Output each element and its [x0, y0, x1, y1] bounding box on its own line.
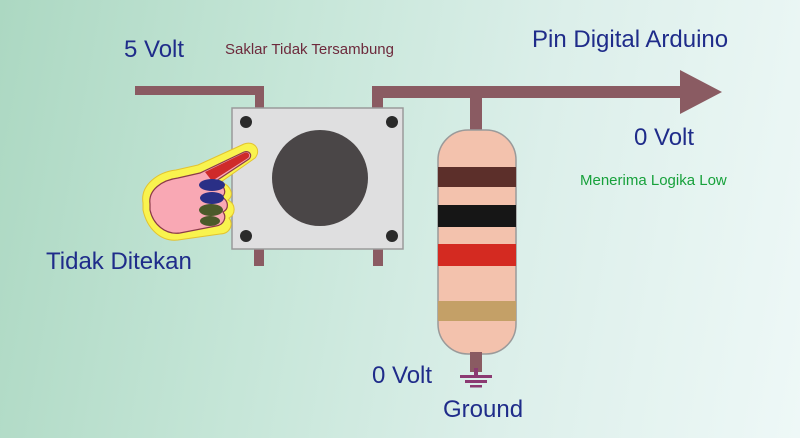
resistor	[437, 129, 517, 355]
push-button-switch	[231, 107, 404, 250]
wire-to-ground	[470, 352, 482, 372]
ground-icon	[460, 368, 492, 388]
logic-state-label: Menerima Logika Low	[580, 172, 727, 189]
pointing-finger-icon	[142, 142, 259, 241]
resistor-band-2	[438, 205, 516, 227]
switch-button-cap	[272, 130, 368, 226]
wire-input	[135, 86, 264, 112]
ground-label: Ground	[443, 396, 524, 423]
switch-state-label: Saklar Tidak Tersambung	[225, 41, 394, 58]
switch-leg-left	[254, 244, 264, 266]
resistor-band-3	[438, 244, 516, 266]
switch-leg-right	[373, 244, 383, 266]
supply-voltage-label: 5 Volt	[124, 36, 185, 63]
ground-voltage-label: 0 Volt	[372, 362, 433, 389]
output-voltage-label: 0 Volt	[634, 124, 695, 151]
resistor-band-tolerance	[438, 301, 516, 321]
wire-to-resistor	[470, 95, 482, 133]
button-state-label: Tidak Ditekan	[46, 248, 192, 275]
resistor-band-1	[438, 167, 516, 187]
output-target-label: Pin Digital Arduino	[532, 26, 729, 53]
wire-output	[372, 70, 722, 114]
